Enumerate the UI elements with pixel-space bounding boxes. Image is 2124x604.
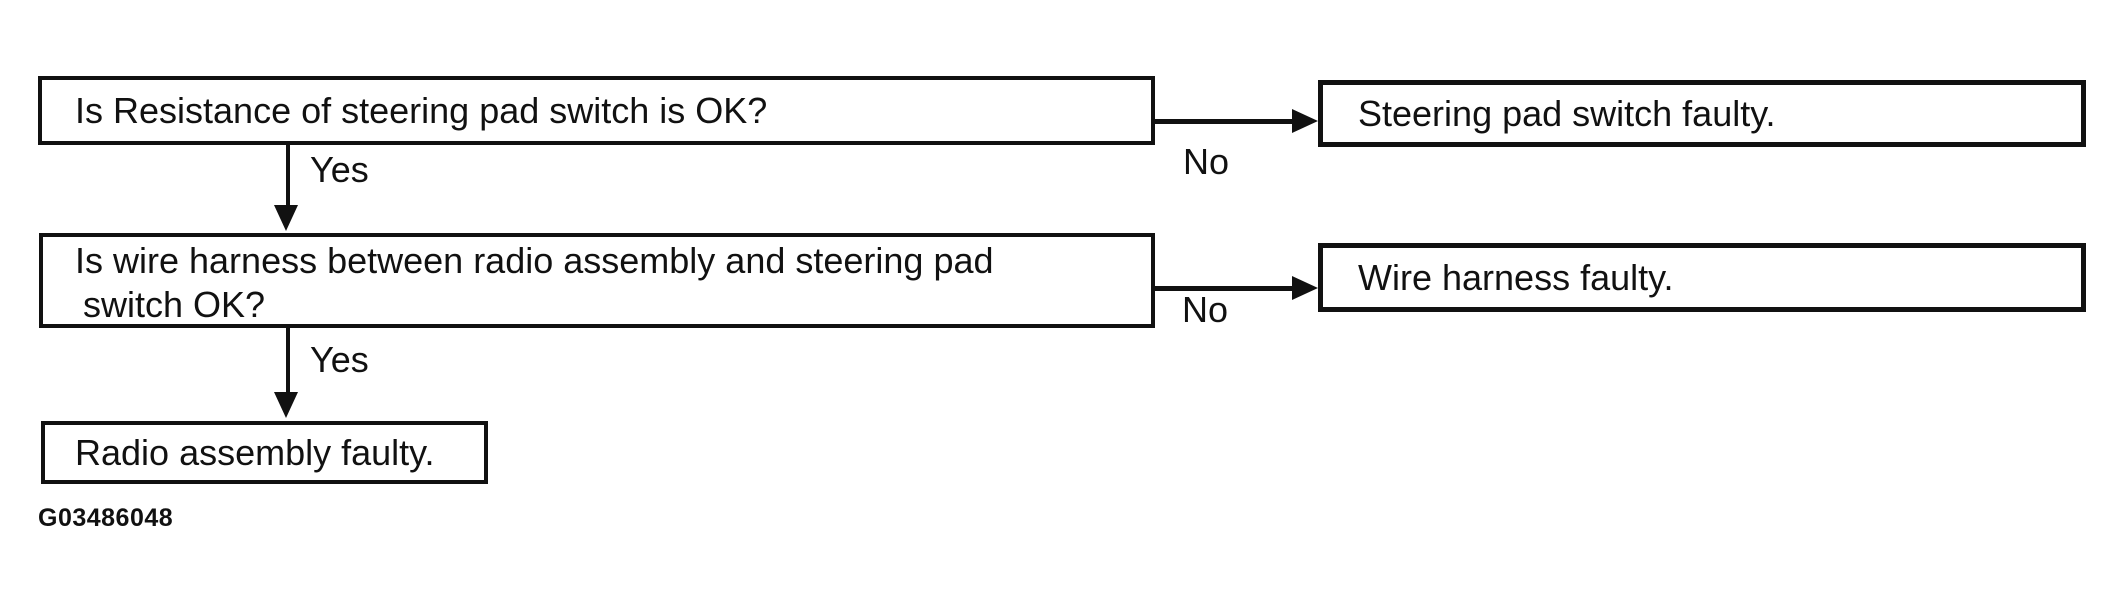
figure-id-label: G03486048 [38,504,174,532]
yes-arrowhead-icon-1 [274,205,298,231]
yes-arrowhead-icon-2 [274,392,298,418]
no-label-1: No [1183,141,1230,182]
yes-label-2: Yes [310,339,369,380]
yes-label-1: Yes [310,149,369,190]
result-box-wire-harness-faulty: Wire harness faulty. [1318,243,2086,312]
question-box-wire-harness-line-2: switch OK? [83,284,266,325]
no-arrowhead-icon-1 [1292,109,1318,133]
result-box-steering-pad-switch-faulty: Steering pad switch faulty. [1318,80,2086,147]
question-box-wire-harness: Is wire harness between radio assembly a… [39,233,1155,328]
result-box-radio-assembly-faulty: Radio assembly faulty. [41,421,488,484]
no-arrow-line-1 [1155,119,1295,124]
yes-arrow-line-2 [286,328,290,394]
question-box-steering-pad-switch-resistance: Is Resistance of steering pad switch is … [38,76,1155,145]
yes-arrow-line-1 [286,145,290,207]
no-label-2: No [1182,289,1229,330]
question-box-wire-harness-line-1: Is wire harness between radio assembly a… [75,240,994,281]
no-arrow-line-2 [1155,286,1295,291]
no-arrowhead-icon-2 [1292,276,1318,300]
